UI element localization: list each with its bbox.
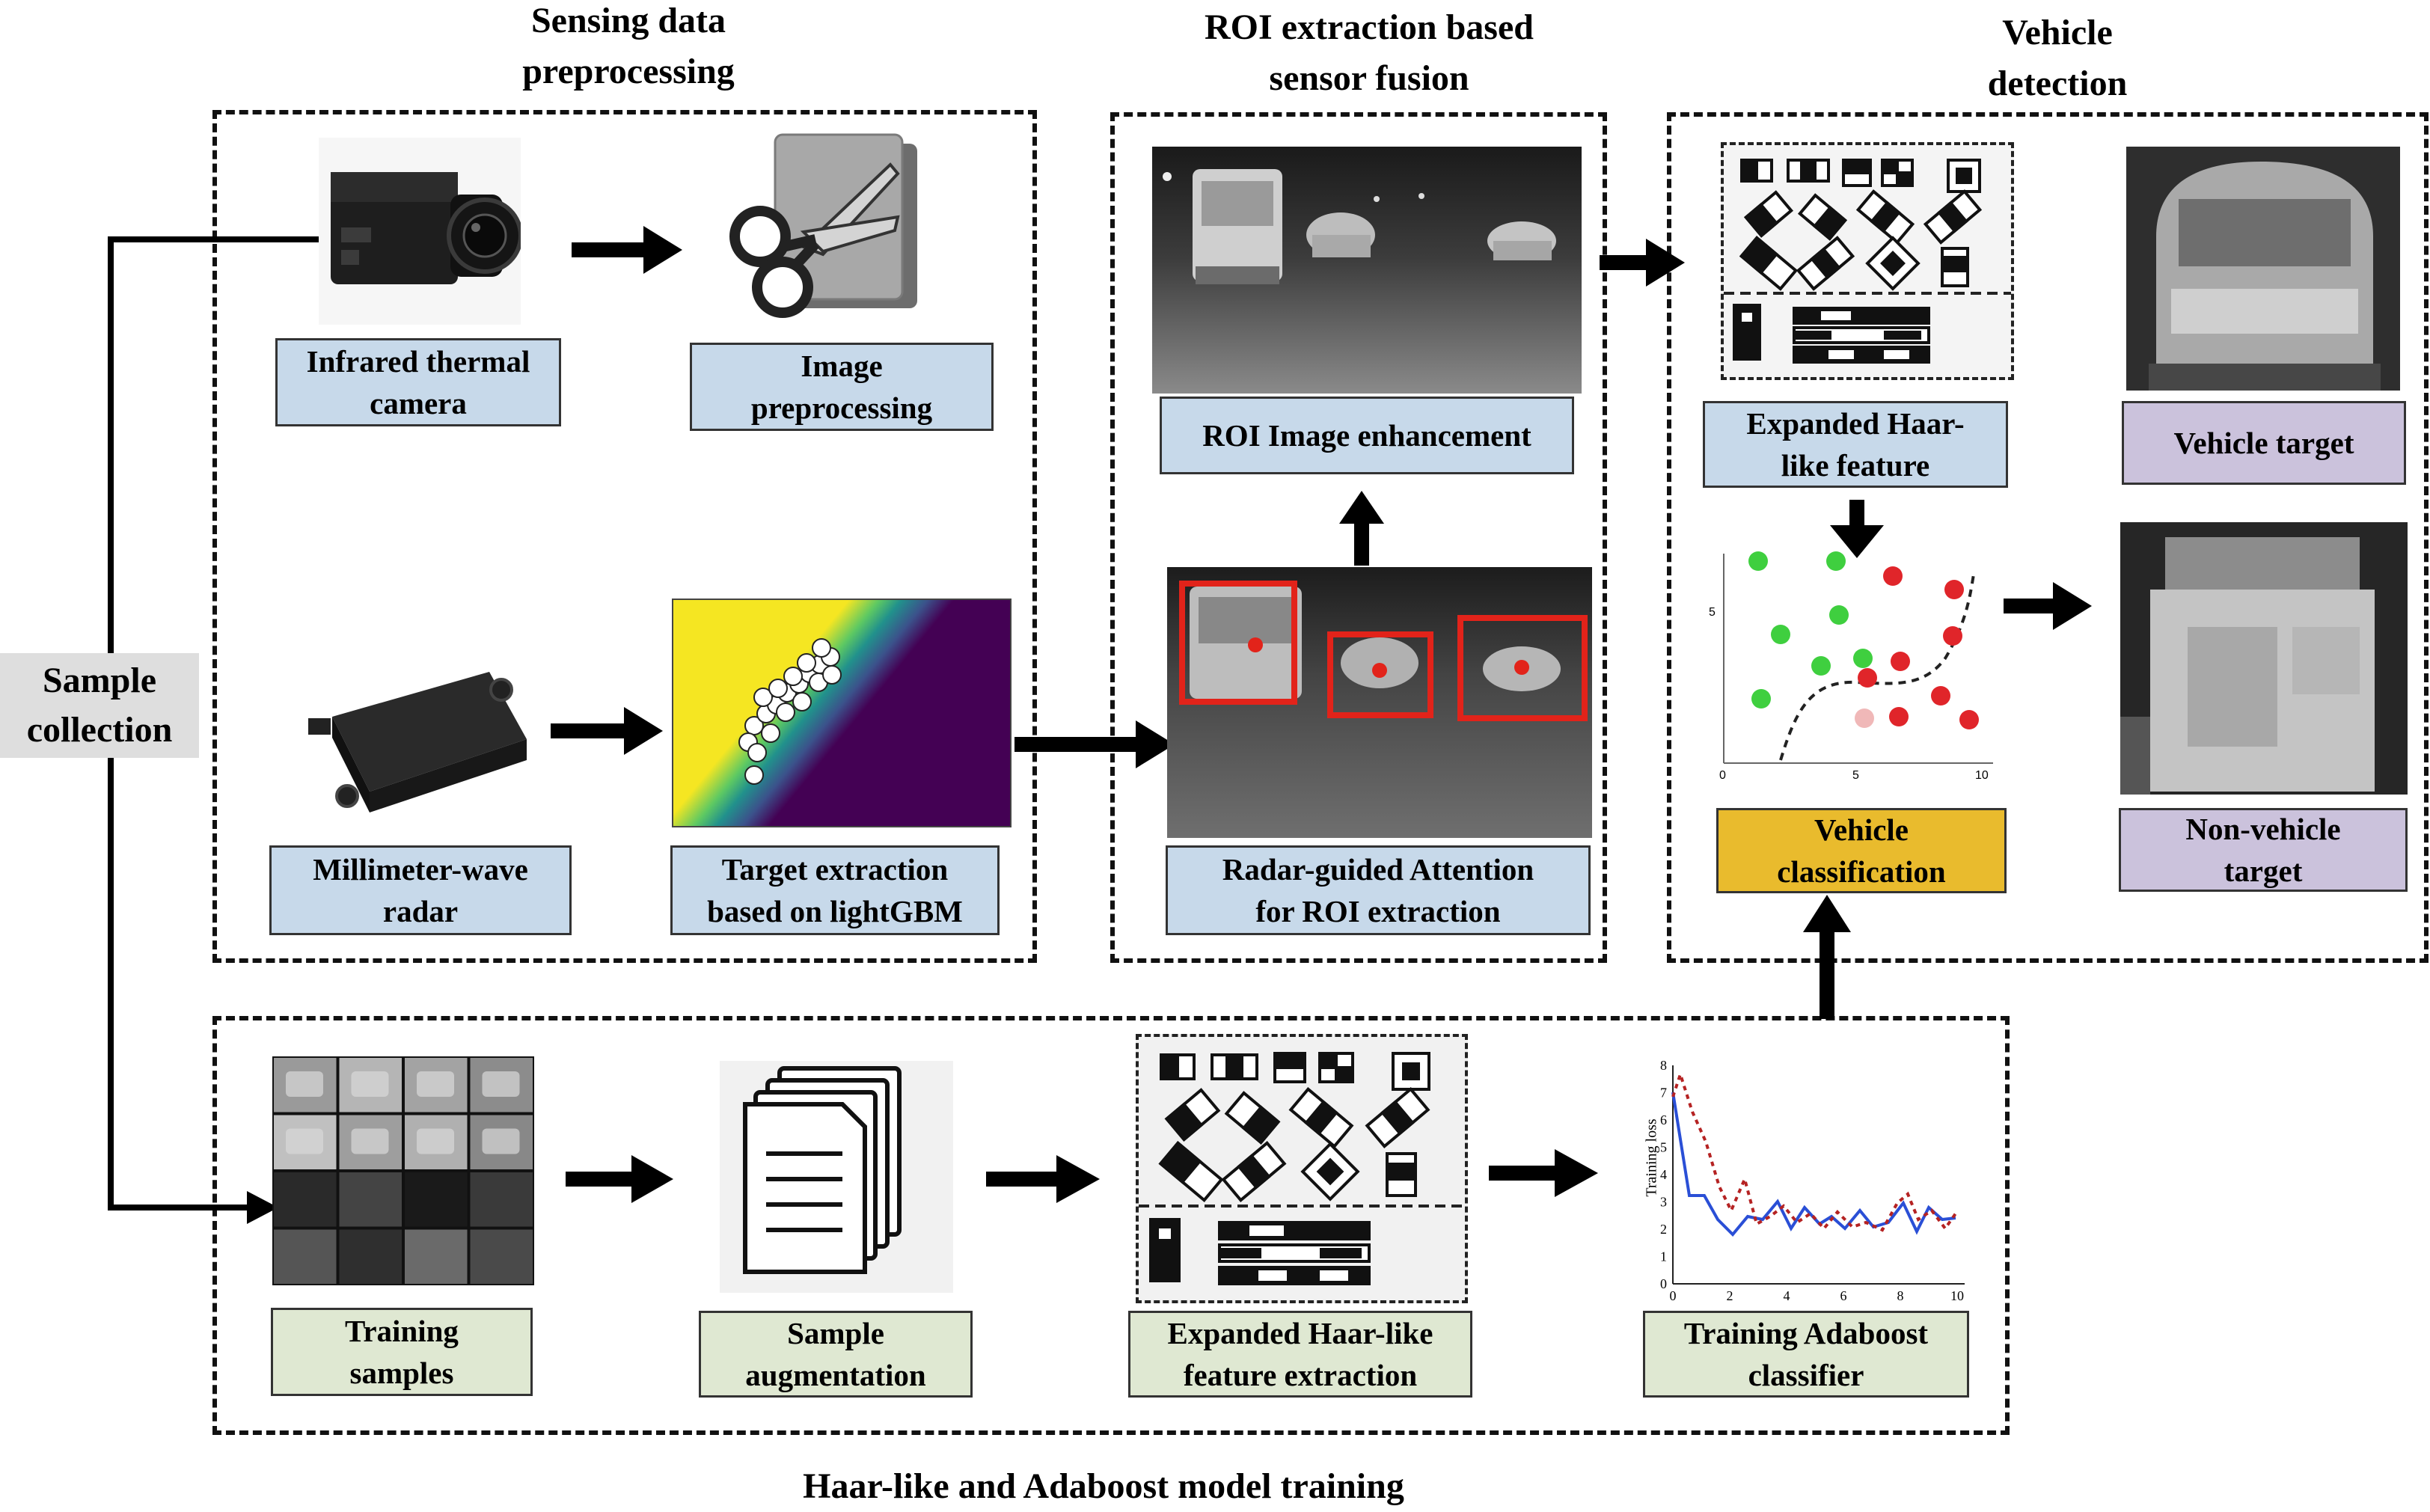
- scatter-point: [1853, 649, 1873, 668]
- haar-feature-label: Expanded Haar- like feature: [1703, 401, 2008, 488]
- radar-attention-label: Radar-guided Attention for ROI extractio…: [1166, 845, 1591, 935]
- scatter-point: [1891, 652, 1910, 671]
- vehicle-classification-label: Vehicle classification: [1716, 808, 2007, 893]
- haar-extraction-label: Expanded Haar-like feature extraction: [1128, 1311, 1472, 1398]
- scatter-x-tick: 10: [1975, 769, 1989, 782]
- roi-enhancement-label: ROI Image enhancement: [1160, 397, 1574, 474]
- scatter-point: [1748, 551, 1768, 571]
- loss-x-tick: 6: [1840, 1288, 1847, 1303]
- non-vehicle-target-image: [2120, 522, 2408, 795]
- loss-y-tick: 0: [1660, 1276, 1667, 1291]
- loss-x-tick: 0: [1670, 1288, 1677, 1303]
- loss-ylabel: Training loss: [1643, 1118, 1660, 1197]
- loss-series-line: [1671, 1092, 1956, 1237]
- scatter-point: [1855, 708, 1874, 728]
- non-vehicle-target-label: Non-vehicle target: [2119, 808, 2408, 892]
- scatter-point: [1889, 707, 1909, 726]
- sample-thumbnail: [405, 1229, 468, 1284]
- loss-x-tick: 10: [1950, 1288, 1964, 1303]
- sample-thumbnail: [339, 1172, 402, 1227]
- sample-collection-label: Sample collection: [0, 653, 199, 758]
- scatter-point: [1771, 625, 1790, 644]
- sample-thumbnail: [405, 1172, 468, 1227]
- scatter-point: [1943, 626, 1962, 646]
- loss-y-tick: 6: [1660, 1112, 1667, 1127]
- loss-y-tick: 7: [1660, 1086, 1667, 1101]
- fusion-panel: [1110, 112, 1607, 963]
- infrared-camera-label: Infrared thermal camera: [275, 338, 561, 426]
- classification-scatter: 5 0 5 10: [1698, 546, 1998, 798]
- loss-x-tick: 2: [1727, 1288, 1733, 1303]
- scatter-point: [1858, 668, 1877, 688]
- scatter-point: [1829, 605, 1849, 625]
- scatter-point: [1811, 656, 1831, 676]
- training-title: Haar-like and Adaboost model training: [803, 1466, 1404, 1506]
- loss-y-tick: 2: [1660, 1222, 1667, 1237]
- detection-title: Vehicle detection: [1987, 13, 2128, 103]
- training-panel: [212, 1016, 2010, 1435]
- haar-feature-set: [1721, 142, 2014, 380]
- sample-thumbnail: [339, 1229, 402, 1284]
- image-preprocessing-label: Image preprocessing: [690, 343, 994, 431]
- loss-series-line: [1671, 1069, 1957, 1232]
- lightgbm-decision-plot: [672, 599, 1012, 827]
- loss-y-tick: 3: [1660, 1195, 1667, 1210]
- scatter-x-tick: 0: [1719, 769, 1726, 782]
- scatter-point: [1931, 686, 1950, 706]
- haar-extraction-set: [1136, 1034, 1468, 1303]
- preprocessing-panel: [212, 110, 1037, 963]
- sample-augmentation-label: Sample augmentation: [699, 1311, 973, 1398]
- loss-x-tick: 4: [1784, 1288, 1790, 1303]
- infrared-camera-image: [319, 138, 521, 325]
- training-loss-chart: 0 1 2 3 4 5 6 7 8 0 2 4 6 8 10 Training loss: [1635, 1044, 1980, 1306]
- loss-y-tick: 4: [1660, 1167, 1667, 1182]
- target-extraction-label: Target extraction based on lightGBM: [670, 845, 1000, 935]
- scatter-point: [1959, 710, 1979, 729]
- scatter-y-tick: 5: [1709, 606, 1716, 619]
- loss-y-tick: 1: [1660, 1249, 1667, 1264]
- sample-thumbnail: [274, 1229, 337, 1284]
- radar-attention-image: [1167, 567, 1592, 838]
- loss-y-tick: 5: [1660, 1140, 1667, 1155]
- roi-enhanced-image: [1152, 147, 1582, 394]
- scatter-point: [1883, 566, 1903, 586]
- scatter-point: [1944, 580, 1964, 599]
- scissors-icon: [711, 127, 920, 325]
- scatter-point: [1826, 551, 1846, 571]
- training-samples-grid: [272, 1056, 534, 1285]
- vehicle-target-image: [2126, 147, 2400, 391]
- sample-thumbnail: [470, 1172, 533, 1227]
- preprocessing-title: Sensing data preprocessing: [522, 1, 735, 91]
- loss-y-tick: 8: [1660, 1058, 1667, 1073]
- adaboost-training-label: Training Adaboost classifier: [1643, 1311, 1969, 1398]
- mmwave-radar-image: [302, 657, 534, 821]
- detection-panel: [1667, 112, 2429, 963]
- vehicle-target-label: Vehicle target: [2122, 401, 2406, 485]
- scatter-point: [1751, 689, 1771, 708]
- document-stack-icon: [720, 1061, 953, 1293]
- sample-thumbnail: [470, 1229, 533, 1284]
- scatter-x-tick: 5: [1852, 769, 1859, 782]
- training-samples-label: Training samples: [271, 1308, 533, 1396]
- loss-x-tick: 8: [1897, 1288, 1904, 1303]
- mmwave-radar-label: Millimeter-wave radar: [269, 845, 572, 935]
- fusion-title: ROI extraction based sensor fusion: [1205, 7, 1534, 98]
- sample-thumbnail: [274, 1172, 337, 1227]
